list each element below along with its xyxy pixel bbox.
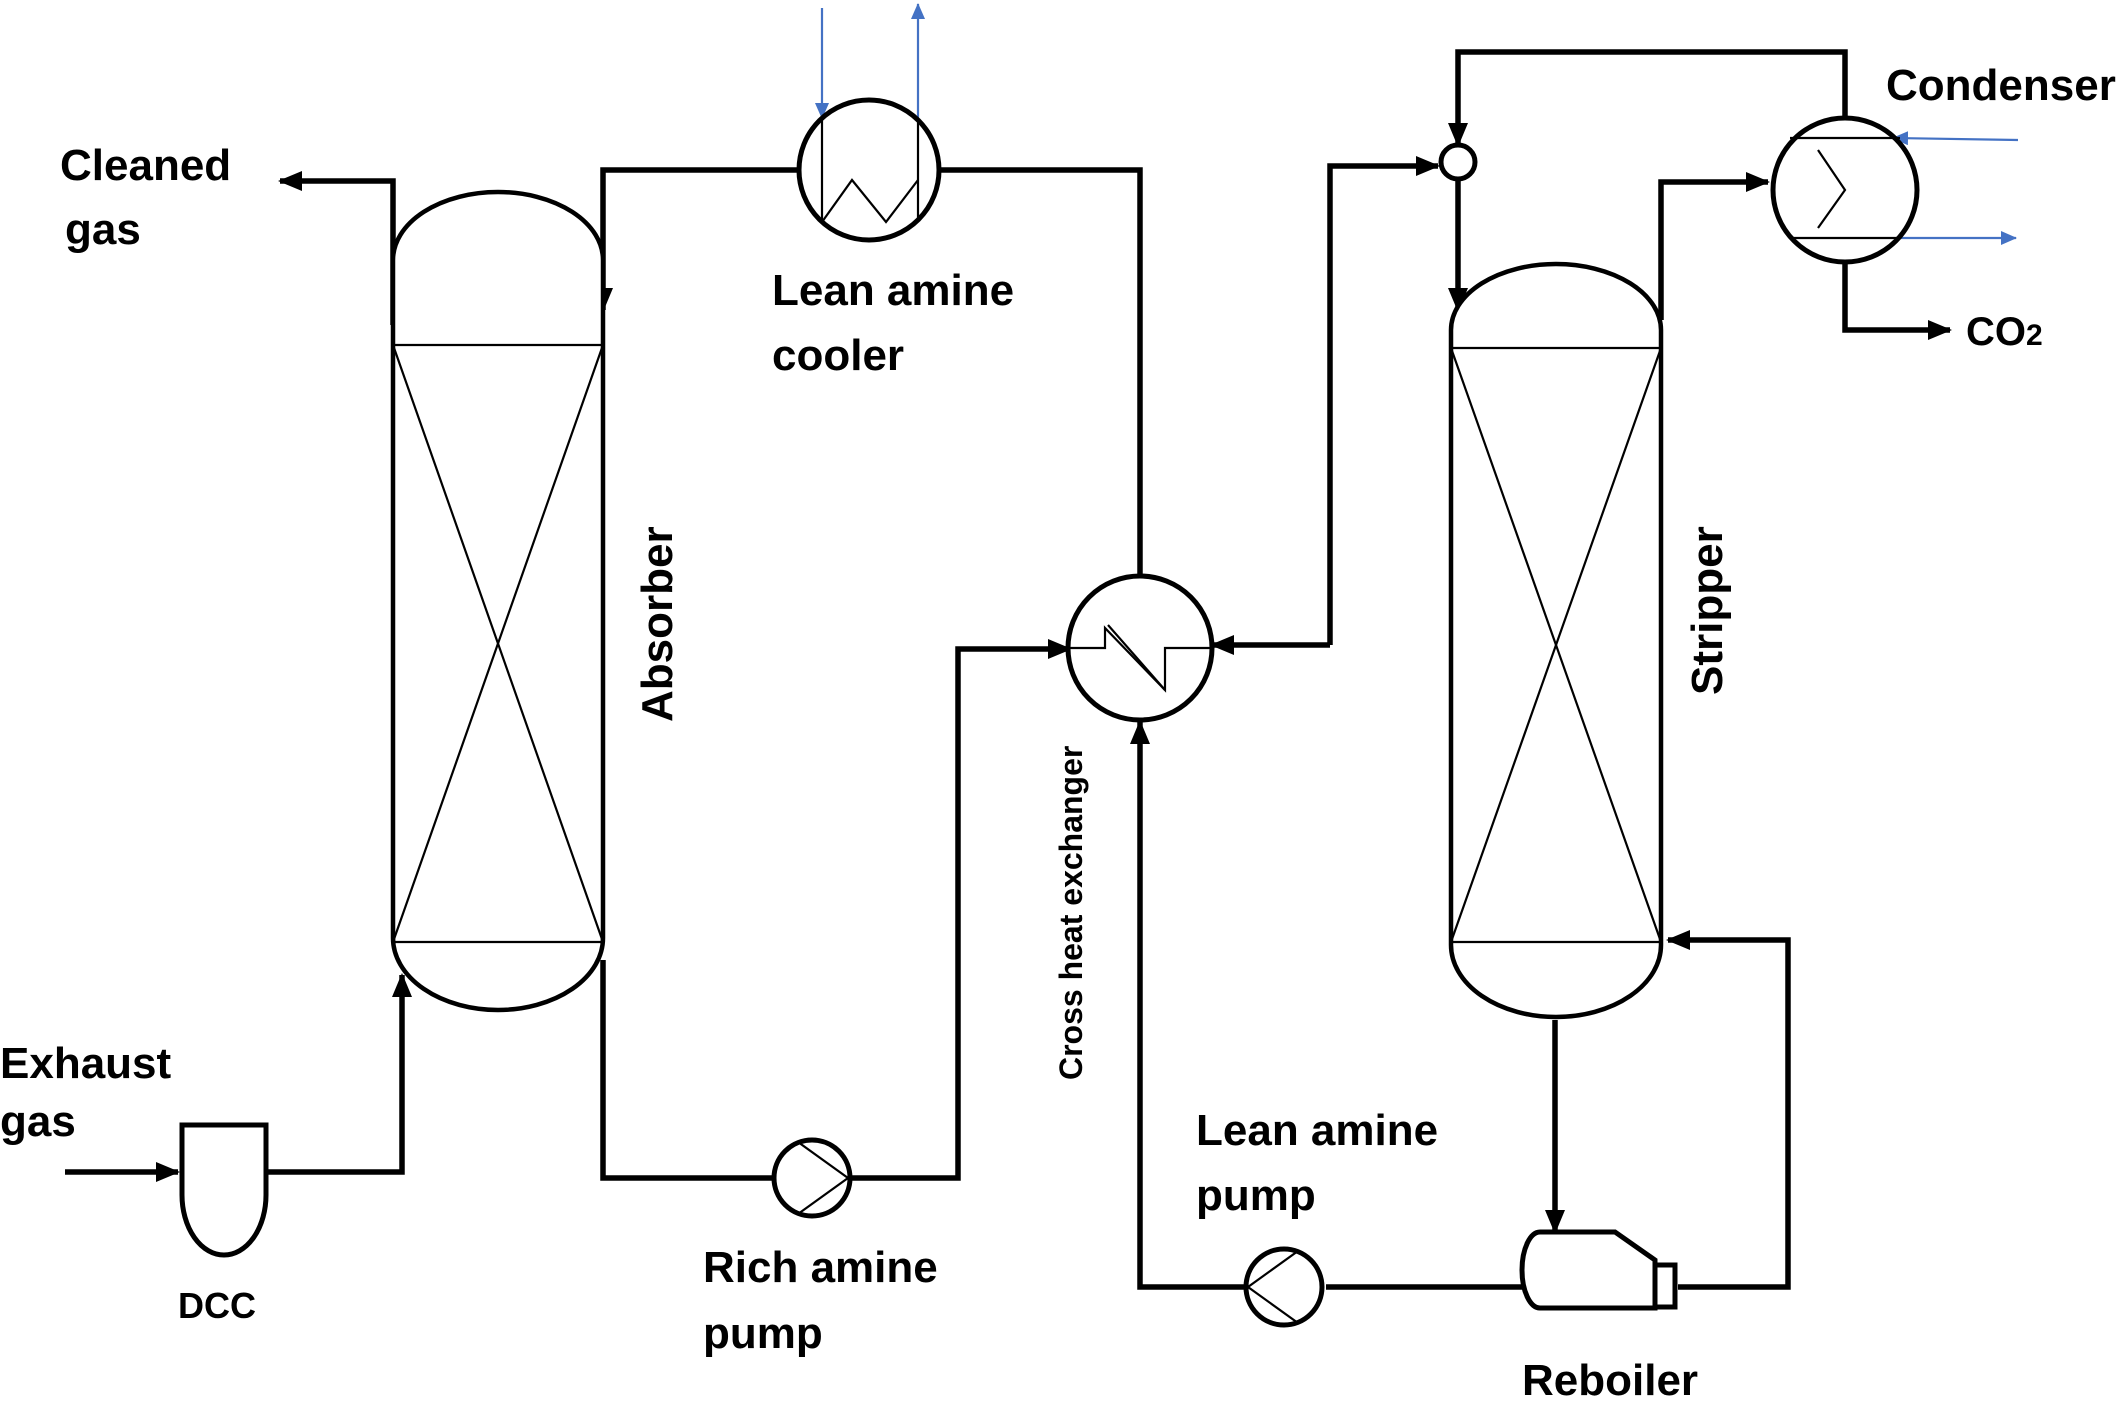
labels: Cleaned gas Exhaust gas DCC Absorber Lea… xyxy=(0,61,2116,1401)
exhaust-gas-label-line1: Exhaust xyxy=(0,1039,172,1088)
mixer-node xyxy=(1438,142,1478,182)
cleaned-gas-label-line1: Cleaned xyxy=(60,141,231,190)
lean-amine-pump xyxy=(1243,1246,1325,1328)
co2-label: CO2 xyxy=(1966,310,2043,354)
lean-amine-cooler-label-line2: cooler xyxy=(772,331,904,380)
cleaned-gas-label-line2: gas xyxy=(65,205,141,254)
utility-lines xyxy=(815,3,2019,245)
condenser xyxy=(1770,115,1920,265)
absorber-column xyxy=(390,189,606,1013)
stripper-label: Stripper xyxy=(1683,526,1732,695)
rich-amine-pump xyxy=(771,1137,853,1219)
rich-amine-pump-label-line2: pump xyxy=(703,1309,823,1358)
condenser-coolant-in-line xyxy=(1892,131,2019,146)
stripper-to-condenser-line xyxy=(1658,172,1770,320)
lean-pump-to-cross-hx-line xyxy=(1130,720,1245,1290)
cleaned-gas-line xyxy=(278,171,396,325)
lean-amine-cooler-label-line1: Lean amine xyxy=(772,266,1014,315)
reboiler-label: Reboiler xyxy=(1522,1356,1698,1401)
cross-hx-to-stripper-line xyxy=(1327,156,1440,645)
reboiler-vapor-return-line xyxy=(1666,930,1791,1290)
dcc-label: DCC xyxy=(178,1285,256,1326)
lean-amine-cooler xyxy=(796,97,942,243)
absorber-label: Absorber xyxy=(633,526,682,722)
cross-heat-exchanger xyxy=(1065,573,1215,723)
co2-outlet-line xyxy=(1842,262,1952,340)
stripper-column xyxy=(1448,261,1664,1020)
condenser-label: Condenser xyxy=(1886,61,2116,110)
process-lines xyxy=(65,49,1952,1290)
co2-label-subscript: 2 xyxy=(2026,319,2043,352)
cross-heat-exchanger-label: Cross heat exchanger xyxy=(1053,746,1089,1080)
reflux-line xyxy=(1448,49,1848,147)
cross-hx-to-cooler-line xyxy=(938,167,1143,578)
co2-label-main: CO xyxy=(1966,310,2026,354)
dcc-vessel xyxy=(179,1122,269,1258)
absorber-to-rich-pump-line xyxy=(600,960,775,1181)
rich-amine-pump-label-line1: Rich amine xyxy=(703,1243,938,1292)
exhaust-gas-label-line2: gas xyxy=(0,1097,76,1146)
lean-amine-pump-label-line1: Lean amine xyxy=(1196,1106,1438,1155)
cooler-to-absorber-line xyxy=(593,167,800,312)
dcc-to-absorber-line xyxy=(268,973,412,1175)
rich-pump-to-cross-hx-line xyxy=(850,639,1072,1181)
lean-amine-pump-label-line2: pump xyxy=(1196,1171,1316,1220)
reboiler xyxy=(1519,1229,1678,1311)
